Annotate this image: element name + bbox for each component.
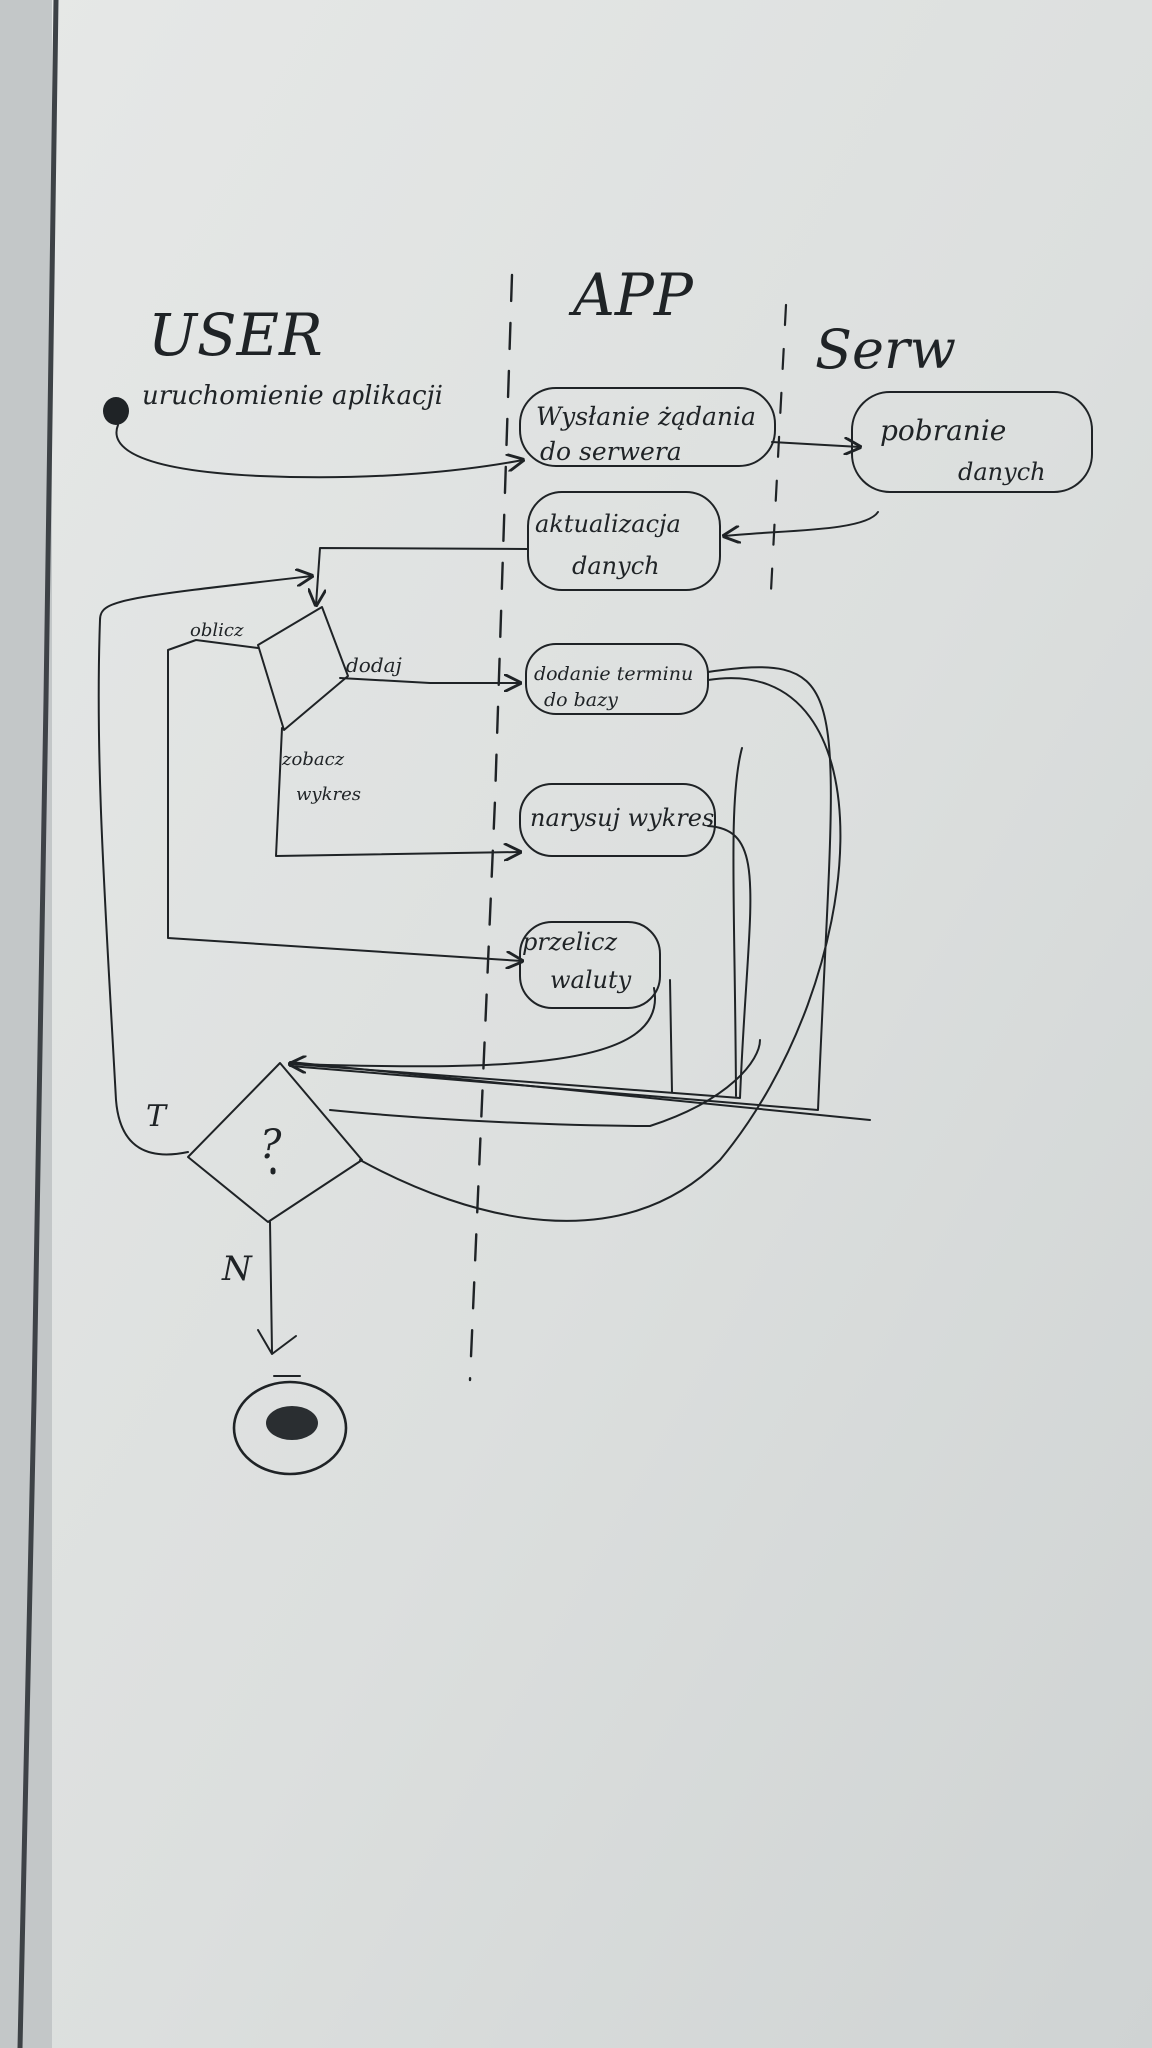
- return-to-decision-top: [329, 1039, 761, 1127]
- lane-app-header: APP: [568, 261, 694, 329]
- branch-label-add: dodaj: [346, 653, 402, 677]
- action-calc-line-1: przelicz: [522, 928, 617, 956]
- flow-branch-to-add: [339, 678, 520, 683]
- lane-divider-app-server: [768, 303, 788, 612]
- flow-start-to-request: [115, 424, 523, 479]
- end-node-core: [266, 1406, 318, 1440]
- flow-branch-to-chart: [275, 727, 520, 856]
- branch-label-chart-line-2: wykres: [296, 784, 361, 805]
- return-loop-curve: [359, 677, 842, 1222]
- action-request: [519, 387, 776, 467]
- flow-request-to-fetch: [771, 442, 860, 447]
- decision-symbol: ?: [260, 1122, 282, 1168]
- branch-label-calc: oblicz: [190, 620, 244, 641]
- action-fetch-line-2: danych: [958, 458, 1046, 486]
- action-chart: [519, 783, 716, 857]
- start-node: [103, 397, 129, 425]
- action-fetch-line-1: pobranie: [880, 414, 1006, 447]
- flow-branch-to-calc: [167, 639, 522, 961]
- action-request-line-1: Wysłanie żądania: [536, 402, 756, 431]
- action-fetch: [851, 391, 1093, 493]
- return-from-server-lane: [289, 747, 871, 1121]
- start-label: uruchomienie aplikacji: [142, 381, 443, 411]
- flow-fetch-to-update: [724, 511, 879, 536]
- decision-no-label: N: [221, 1249, 253, 1289]
- end-node-ring: [232, 1380, 348, 1476]
- flow-update-to-merge: [316, 547, 529, 605]
- return-from-chart: [291, 825, 752, 1099]
- lane-server-header: Serw: [815, 318, 956, 381]
- return-from-calc: [290, 987, 657, 1066]
- decision-node: [187, 1062, 363, 1223]
- lane-user-header: USER: [148, 301, 323, 369]
- action-calc: [519, 921, 661, 1009]
- flow-decision-yes-loop: [97, 576, 312, 1156]
- branch-label-chart-line-1: zobacz: [281, 749, 345, 770]
- decision-yes-label: T: [146, 1099, 168, 1134]
- action-update-line-2: danych: [572, 552, 660, 580]
- action-chart-line-1: narysuj wykres: [530, 804, 714, 832]
- board-frame-edge: [17, 0, 59, 2048]
- lane-divider-user-app: [468, 273, 514, 1382]
- flow-decision-no: [269, 1221, 273, 1353]
- action-update-line-1: aktualizacja: [535, 510, 681, 538]
- flow-decision-no-head: [257, 1329, 297, 1355]
- action-request-line-2: do serwera: [540, 437, 682, 466]
- action-add-line-1: dodanie terminu: [534, 663, 693, 685]
- return-from-add: [289, 666, 832, 1111]
- action-add-line-2: do bazy: [544, 689, 618, 711]
- menu-branch-node: [257, 606, 349, 731]
- action-update: [527, 491, 721, 591]
- action-calc-line-2: waluty: [550, 966, 632, 994]
